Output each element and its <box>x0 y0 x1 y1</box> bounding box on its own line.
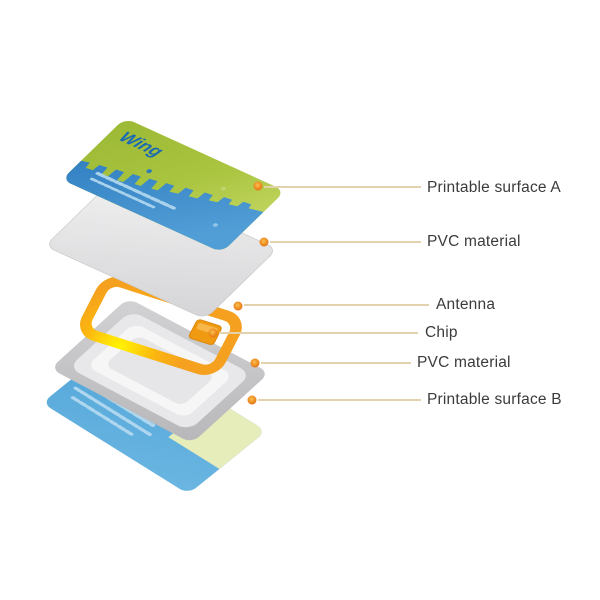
surface-a-text-lines <box>89 171 176 210</box>
leader-dot-chip <box>208 328 218 338</box>
label-printable-surface-a: Printable surface A <box>427 179 561 196</box>
surface-a-dot <box>146 169 152 174</box>
surface-a-dot <box>221 186 226 191</box>
leader-dot-pvc-top <box>259 237 269 247</box>
leader-dots <box>208 181 269 405</box>
label-pvc-material-bottom: PVC material <box>417 354 511 371</box>
label-printable-surface-b: Printable surface B <box>427 391 562 408</box>
label-antenna: Antenna <box>436 296 496 313</box>
label-pvc-material-top: PVC material <box>427 233 521 250</box>
leader-dot-antenna <box>233 301 243 311</box>
leader-lines <box>219 186 429 401</box>
leader-dot-surface-b <box>247 395 257 405</box>
label-chip: Chip <box>425 324 458 341</box>
leader-dot-pvc-bottom <box>250 358 260 368</box>
leader-dot-surface-a <box>253 181 263 191</box>
chip <box>188 319 222 346</box>
surface-a-dot <box>212 223 218 227</box>
surface-a-blue-skyline <box>61 160 264 253</box>
layer-printable-surface-a: Wing <box>61 121 281 253</box>
pvc-recess-center <box>108 337 212 404</box>
